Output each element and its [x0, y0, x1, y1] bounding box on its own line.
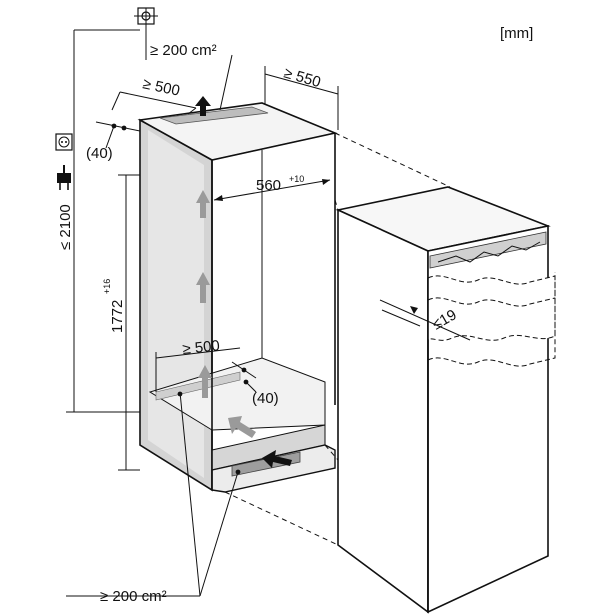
airflow-arrows	[196, 190, 256, 438]
depth-total-label: ≥ 550	[282, 65, 323, 92]
units-label: [mm]	[500, 25, 533, 42]
top-vent-area-label: ≥ 200 cm²	[150, 42, 217, 59]
bottom-vent-area-label: ≥ 200 cm²	[100, 588, 167, 605]
top-vent-leader	[219, 54, 233, 111]
depth-total-dimension	[264, 66, 339, 130]
water-connection-icon	[134, 7, 158, 60]
niche-height-label: 1772	[109, 300, 126, 333]
bottom-depth-dimension	[155, 347, 241, 392]
gap-bottom-label: (40)	[252, 390, 279, 407]
bottom-vent-leaders	[66, 391, 241, 597]
power-socket-icon	[55, 133, 73, 151]
niche-cabinet	[137, 102, 338, 493]
niche-width-dimension	[213, 179, 331, 201]
niche-width-label: 560	[256, 177, 281, 194]
appliance	[335, 186, 556, 614]
bottom-depth-label: ≥ 500	[182, 337, 221, 358]
door-gap-dimension	[379, 299, 471, 341]
connection-lines	[224, 132, 451, 546]
exhaust-arrow-icon	[195, 96, 211, 116]
intake-arrow-icon	[262, 450, 292, 468]
top-depth-label: ≥ 500	[141, 75, 181, 99]
power-plug-icon	[57, 165, 71, 190]
gap-left-label: (40)	[86, 145, 113, 162]
total-height-label: ≤ 2100	[57, 204, 74, 250]
gap-bottom-dimension	[231, 361, 257, 393]
gap-left-dimension	[95, 121, 141, 149]
niche-width-tolerance: +10	[289, 174, 304, 184]
niche-height-tolerance: +16	[102, 279, 112, 294]
total-height-dimension	[66, 29, 140, 413]
niche-height-dimension	[118, 174, 140, 471]
top-depth-dimension	[111, 91, 197, 115]
